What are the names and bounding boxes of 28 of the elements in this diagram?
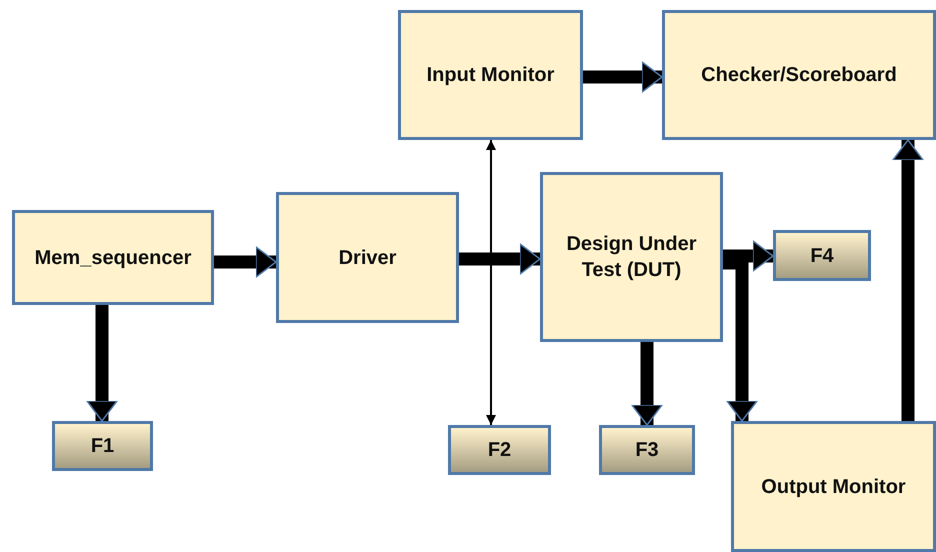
node-label: Checker/Scoreboard: [701, 63, 897, 88]
arrow: [892, 139, 924, 421]
node-label: Driver: [338, 246, 396, 270]
arrow: [214, 246, 277, 278]
process-box: [540, 172, 723, 342]
node-label: F1: [90, 434, 114, 459]
node-label: Mem_sequencer: [34, 246, 192, 270]
node-label: Design Under Test (DUT): [565, 232, 698, 283]
arrow: [459, 243, 541, 275]
output-box: [773, 230, 871, 281]
node-label: Output Monitor: [761, 474, 906, 500]
output-box: [599, 425, 695, 475]
arrow: [631, 342, 663, 426]
node-label: F4: [810, 244, 834, 268]
process-box: [12, 210, 214, 305]
arrow: [86, 305, 118, 422]
node-label: F2: [488, 438, 512, 463]
process-box: [398, 10, 583, 140]
process-box: [276, 192, 459, 323]
arrow: [723, 240, 774, 272]
arrow: [583, 61, 663, 93]
output-box: [448, 425, 551, 475]
arrow: [486, 140, 496, 425]
process-box: [662, 10, 936, 140]
output-box: [52, 421, 153, 471]
node-label: F3: [635, 438, 659, 463]
node-label: Input Monitor: [426, 63, 554, 88]
process-box: [731, 421, 936, 552]
